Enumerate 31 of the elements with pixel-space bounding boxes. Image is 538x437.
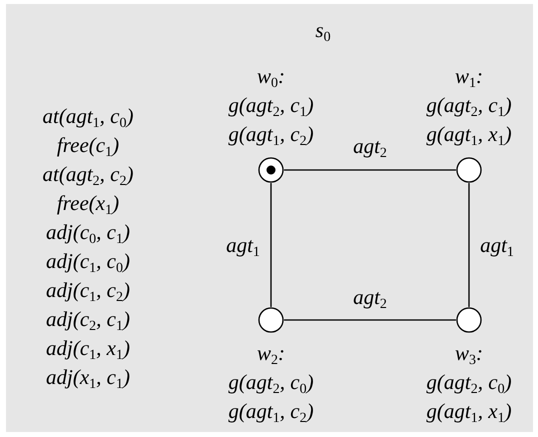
fact-formula: adj(c$_{1}$, c$_{2}$) — [46, 278, 130, 302]
edge-line — [270, 183, 272, 307]
goal-formula: g(agt$_{1}$, c$_{2}$) — [228, 399, 314, 423]
edge-line — [468, 183, 470, 307]
world-name: w$_{0}$: — [257, 64, 285, 88]
fact-formula: free(c$_{1}$) — [56, 133, 120, 157]
edge-line — [284, 319, 456, 321]
world-circle — [456, 157, 482, 183]
world-name: w$_{3}$: — [455, 341, 483, 365]
fact-formula: adj(x$_{1}$, c$_{1}$) — [46, 365, 130, 389]
goal-formula: g(agt$_{2}$, c$_{0}$) — [228, 370, 314, 394]
fact-formula: at(agt$_{1}$, c$_{0}$) — [42, 104, 134, 128]
world-circle — [456, 307, 482, 333]
goal-formula: g(agt$_{1}$, c$_{2}$) — [228, 122, 314, 146]
goal-formula: g(agt$_{1}$, x$_{1}$) — [426, 399, 512, 423]
world-circle — [258, 307, 284, 333]
world-circle — [258, 157, 284, 183]
world-name: w$_{2}$: — [257, 341, 285, 365]
goal-formula: g(agt$_{2}$, c$_{1}$) — [426, 93, 512, 117]
fact-formula: adj(c$_{1}$, x$_{1}$) — [46, 336, 130, 360]
fact-formula: free(x$_{1}$) — [56, 191, 120, 215]
fact-formula: adj(c$_{0}$, c$_{1}$) — [46, 220, 130, 244]
goal-formula: g(agt$_{1}$, x$_{1}$) — [426, 122, 512, 146]
state-title: s$_{0}$ — [315, 18, 331, 42]
goal-formula: g(agt$_{2}$, c$_{0}$) — [426, 370, 512, 394]
world-name: w$_{1}$: — [455, 64, 483, 88]
fact-formula: at(agt$_{2}$, c$_{2}$) — [42, 162, 134, 186]
fact-formula: adj(c$_{2}$, c$_{1}$) — [46, 307, 130, 331]
fact-formula: adj(c$_{1}$, c$_{0}$) — [46, 249, 130, 273]
goal-formula: g(agt$_{2}$, c$_{1}$) — [228, 93, 314, 117]
edge-line — [284, 169, 456, 171]
